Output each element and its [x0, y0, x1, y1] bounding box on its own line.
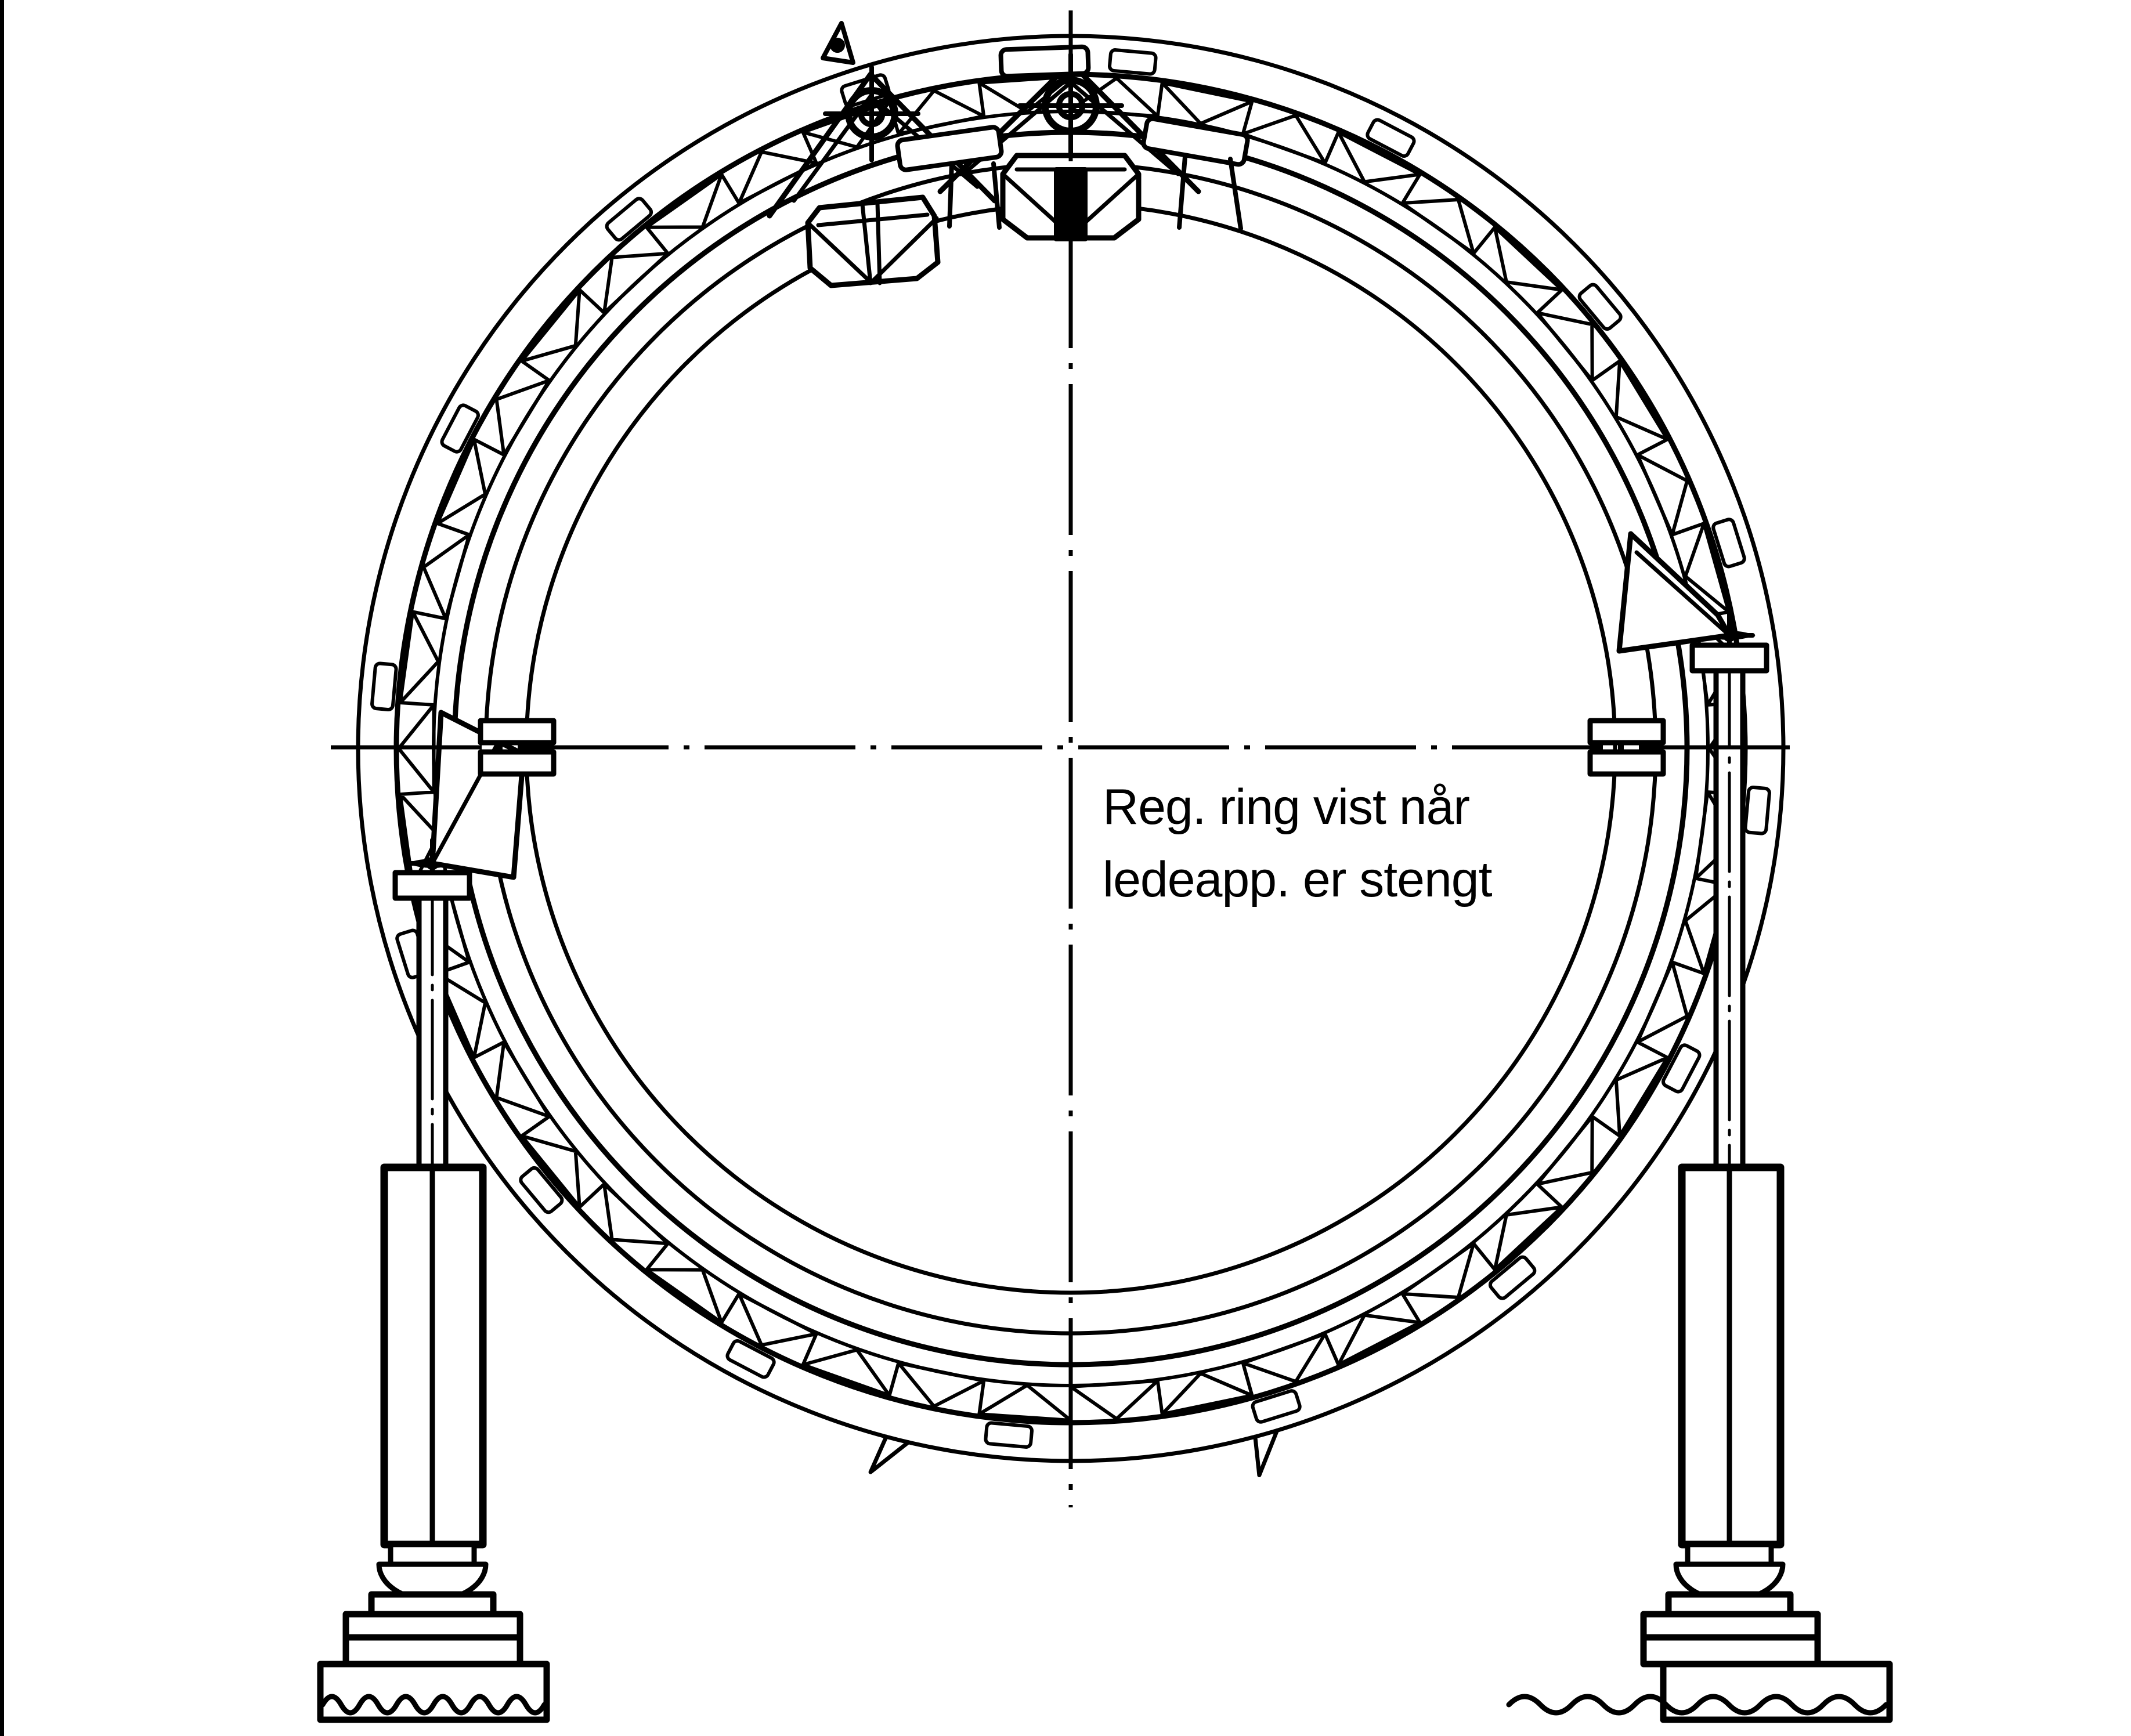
lug-tab — [605, 197, 653, 242]
base-plate-4 — [317, 1661, 550, 1723]
lug-tab — [1488, 1255, 1537, 1300]
base-plate-1 — [1665, 1591, 1794, 1618]
pin-circle — [845, 87, 898, 140]
annotation-reg-ring: Reg. ring vist når ledeapp. er stengt — [1103, 779, 1493, 907]
centerlines — [331, 10, 1805, 1507]
bottom-foot-tabs — [868, 1428, 1280, 1478]
foot-tab — [1253, 1428, 1280, 1478]
centerline-lugs — [478, 718, 1666, 777]
rod-end-collar — [1689, 642, 1769, 674]
lug-tab — [1366, 118, 1416, 158]
lug-tab — [725, 1339, 776, 1379]
rod-end-collar — [392, 870, 472, 901]
base-plate-3 — [1640, 1634, 1821, 1668]
break-line — [1506, 1694, 1889, 1716]
servomotor-right — [1506, 642, 1893, 1723]
link-block-left-rib — [816, 212, 930, 227]
link-block-left — [805, 194, 941, 288]
pin-circle-inner — [858, 100, 886, 128]
lever-arm-right-rib — [1634, 550, 1732, 638]
vane-tab-plate — [1141, 116, 1250, 167]
bracket-tip-pin — [830, 38, 845, 53]
lug-right-upper — [1587, 718, 1666, 746]
link-block-left-stem — [860, 201, 882, 285]
lug-left-lower — [478, 749, 557, 777]
outer-lug-tabs — [370, 48, 1771, 1449]
lug-left-upper — [478, 718, 557, 746]
vane-tab-pedestal-right — [1177, 154, 1243, 231]
vane-tab-pedestal-left — [947, 161, 1002, 230]
lug-tab — [1108, 48, 1158, 76]
base-plate-2 — [1640, 1611, 1821, 1641]
servomotor-left — [317, 870, 550, 1723]
lug-tab — [984, 1421, 1034, 1449]
base-plate-3 — [342, 1634, 523, 1668]
vane-tab-plate — [998, 44, 1091, 79]
break-line — [320, 1694, 547, 1716]
pin-top-left — [823, 65, 920, 162]
base-plate-2 — [342, 1611, 523, 1641]
lug-tab — [1662, 1043, 1702, 1094]
foot-tab — [868, 1434, 911, 1474]
lug-tab — [370, 661, 398, 711]
sheet-border-left — [0, 0, 4, 1736]
annotation-line-1: Reg. ring vist når — [1103, 779, 1469, 835]
lug-tab — [440, 403, 480, 454]
lug-tab — [1743, 786, 1771, 836]
annotation-line-2: ledeapp. er stengt — [1103, 852, 1493, 907]
top-bracket-assembly — [767, 21, 1250, 288]
lug-tab — [519, 1166, 564, 1214]
lug-tab — [1711, 518, 1746, 569]
base-plate-4 — [1660, 1661, 1893, 1723]
link-block-left-gussets — [806, 216, 939, 284]
lug-right-lower — [1587, 749, 1666, 777]
lug-tab — [1577, 283, 1623, 331]
lug-tab — [1251, 1389, 1302, 1424]
